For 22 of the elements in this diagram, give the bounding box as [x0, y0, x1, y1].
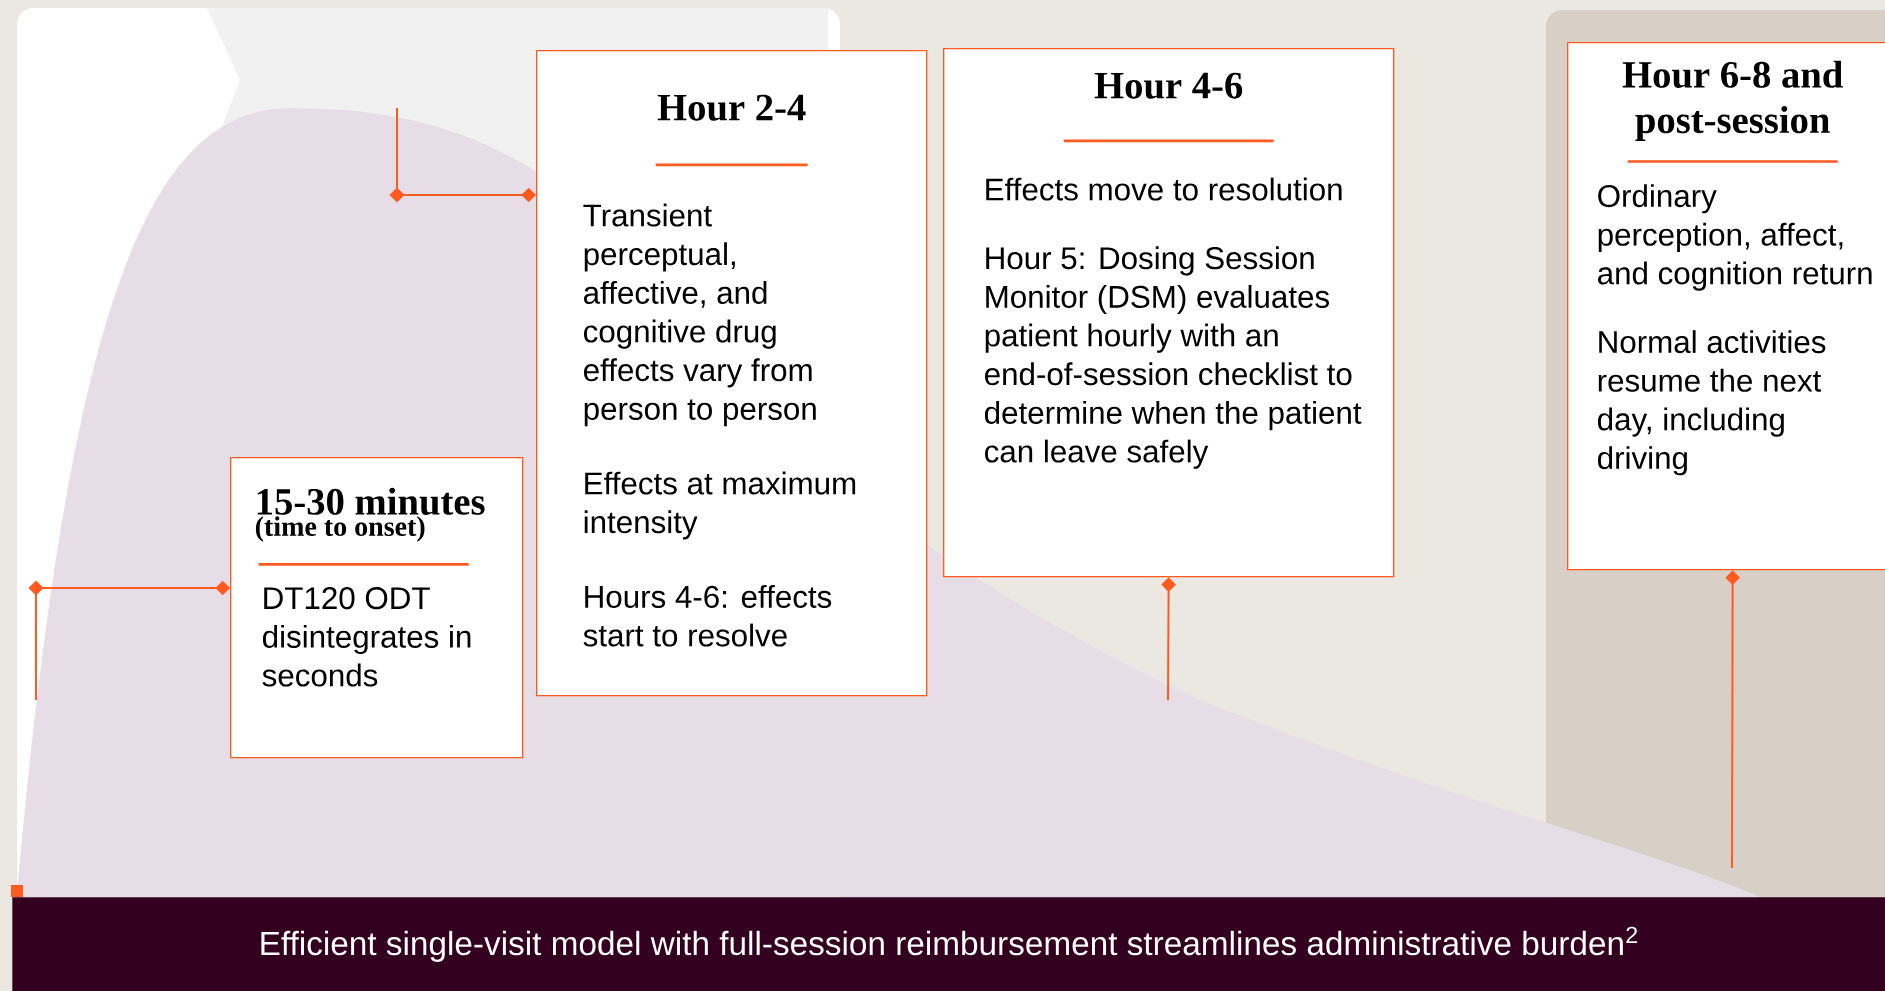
- description-text: Hour 5: Dosing Session Monitor (DSM) evaluates patient hourly with an end-of-session checklist to determine when the patient can leave safely: [985, 246, 1362, 469]
- box-heading: Hour 4-6: [1094, 72, 1243, 99]
- leader-line: [1161, 577, 1176, 701]
- timeline-box: [1567, 42, 1885, 571]
- description-text: DT120 ODT disintegrates in seconds: [262, 587, 471, 687]
- timeline-box: [230, 457, 524, 759]
- box-heading: (time to onset): [255, 516, 425, 542]
- description-text: Ordinary perception, affect, and cognition return: [1598, 184, 1872, 291]
- description-text: Hours 4-6: effects start to resolve: [583, 584, 832, 647]
- description-text: Effects move to resolution: [986, 177, 1342, 201]
- box-heading: Hour 6-8 and post-session: [1622, 60, 1843, 142]
- box-heading: 15-30 minutes: [257, 487, 485, 515]
- leader-line: [1725, 570, 1740, 869]
- banner: Efficient single-visit model with full-session reimbursement streamlines administrative burden$^{2}$: [12, 897, 1885, 991]
- leader-line: [389, 107, 536, 203]
- description-text: Normal activities resume the next day, including driving: [1598, 330, 1826, 476]
- timeline-box: [943, 48, 1395, 578]
- leader-line: [28, 580, 230, 701]
- box-heading: Hour 2-4: [657, 94, 806, 121]
- description-text: Effects at maximum intensity: [584, 471, 856, 540]
- description-text: Transient perceptual, affective, and cognitive drug effects vary from person to person: [583, 203, 816, 427]
- timeline-box: [536, 50, 928, 697]
